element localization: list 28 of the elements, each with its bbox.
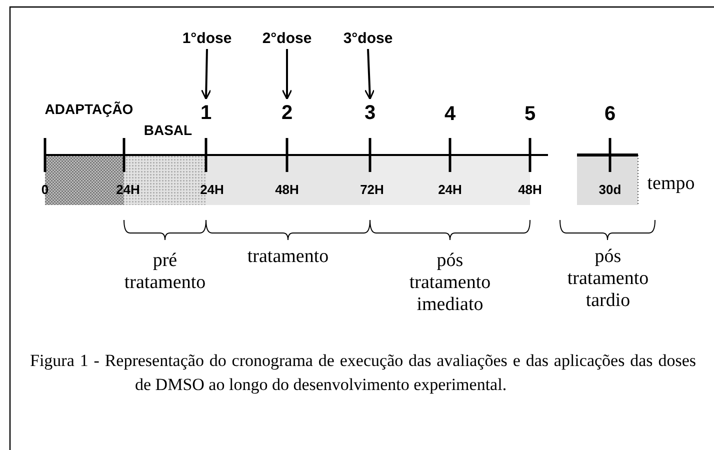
dose-label: 1°dose bbox=[167, 29, 247, 47]
time-point-number: 4 bbox=[443, 104, 457, 124]
phase-label: BASAL bbox=[142, 123, 194, 137]
tick-label: 24H bbox=[199, 183, 225, 196]
figure-caption: Figura 1 - Representação do cronograma de execução das avaliações e das aplicações das doses de DMSO ao longo do desenvolvimento experimental. bbox=[30, 350, 696, 396]
tick-label: 0 bbox=[40, 183, 50, 196]
dose-label: 3°dose bbox=[328, 29, 408, 47]
arrow bbox=[282, 49, 292, 100]
tick-label: 24H bbox=[437, 183, 463, 196]
time-point-number: 2 bbox=[276, 101, 298, 125]
axis-label: tempo bbox=[646, 173, 696, 195]
tick-label: 30d bbox=[598, 183, 622, 196]
arrow bbox=[200, 48, 212, 100]
dose-label: 2°dose bbox=[247, 29, 327, 47]
time-point-number: 3 bbox=[359, 101, 381, 125]
time-point-number: 6 bbox=[603, 104, 617, 124]
period-label: pós tratamento tardio bbox=[566, 246, 650, 312]
tick-label: 48H bbox=[517, 183, 543, 196]
phase-label: ADAPTAÇÃO bbox=[44, 102, 134, 116]
period-label: pré tratamento bbox=[123, 250, 207, 294]
time-point-number: 5 bbox=[523, 104, 537, 124]
period-label: tratamento bbox=[246, 246, 330, 268]
arrow bbox=[364, 48, 375, 100]
period-label: pós tratamento imediato bbox=[408, 250, 492, 316]
tick-label: 72H bbox=[359, 183, 385, 196]
tick-label: 24H bbox=[115, 183, 141, 196]
time-point-number: 1 bbox=[195, 101, 217, 125]
tick-label: 48H bbox=[274, 183, 300, 196]
